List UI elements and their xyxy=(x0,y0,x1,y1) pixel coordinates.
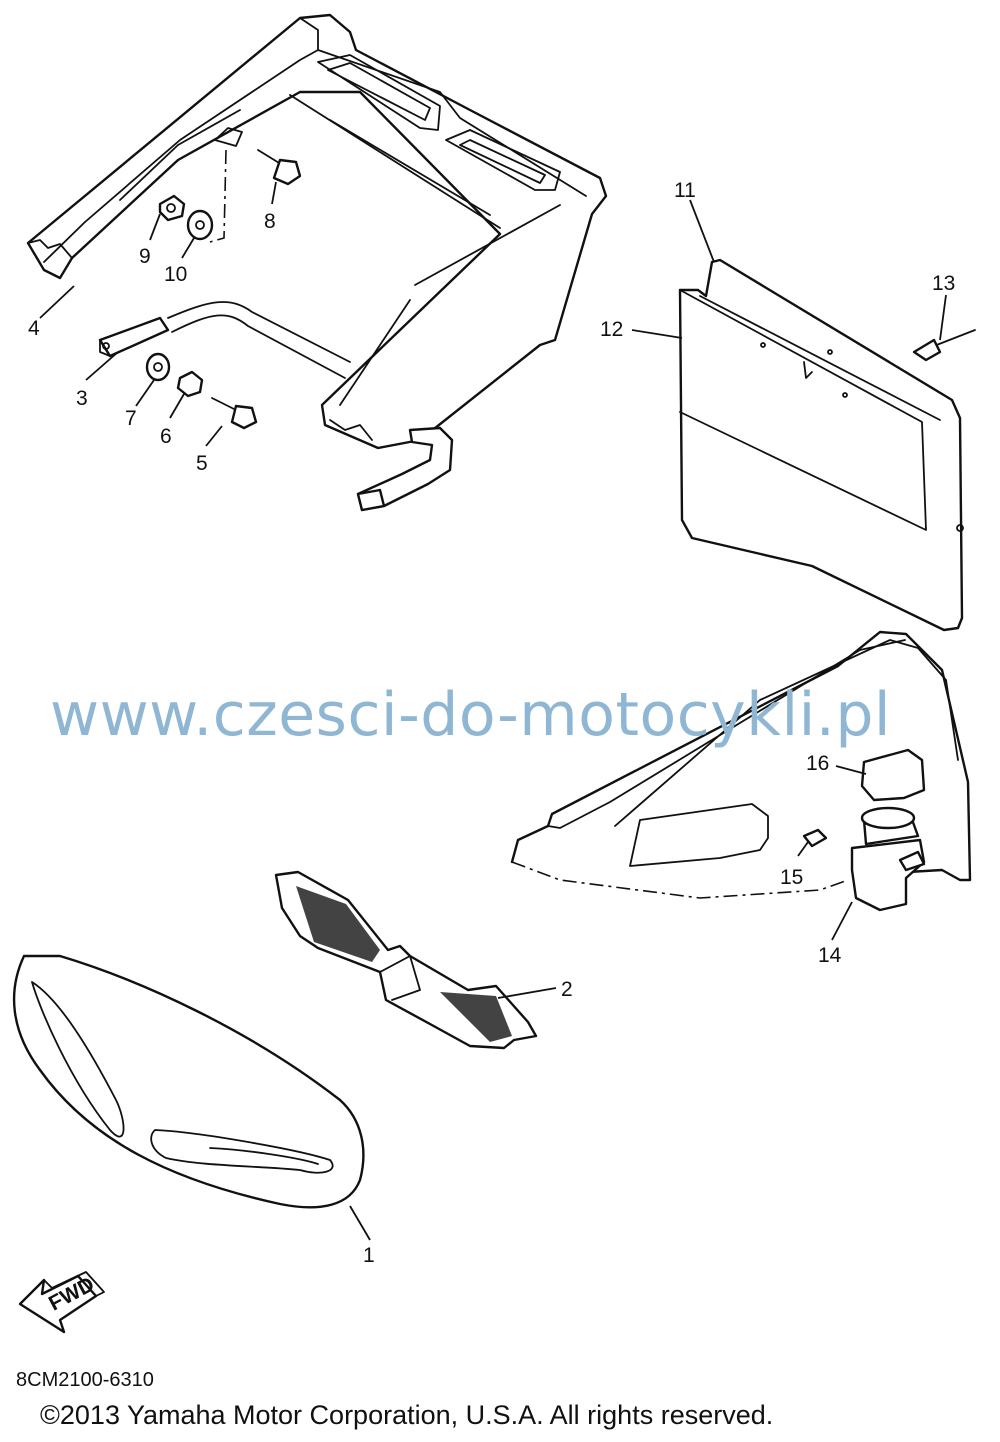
callout-5: 5 xyxy=(196,452,208,475)
grab-bar xyxy=(98,301,454,512)
washer-10 xyxy=(186,209,214,241)
bolt-8 xyxy=(257,149,302,186)
panel-1 xyxy=(12,954,365,1209)
callout-6: 6 xyxy=(160,425,172,448)
callout-3: 3 xyxy=(76,387,88,410)
washer-7 xyxy=(145,352,171,382)
callout-numbers: 1 2 3 4 5 6 7 8 9 10 11 12 13 14 15 16 xyxy=(28,179,955,1267)
callout-15: 15 xyxy=(780,866,803,889)
screw-13 xyxy=(912,329,976,362)
callout-4: 4 xyxy=(28,317,40,340)
watermark-url: www.czesci-do-motocykli.pl xyxy=(50,680,892,750)
copyright-notice: ©2013 Yamaha Motor Corporation, U.S.A. A… xyxy=(40,1400,774,1430)
nut-9 xyxy=(158,194,186,222)
callout-7: 7 xyxy=(125,407,137,430)
callout-9: 9 xyxy=(139,245,151,268)
callout-16: 16 xyxy=(806,752,829,775)
bolt-5 xyxy=(211,397,258,430)
callout-10: 10 xyxy=(164,263,187,286)
callout-12: 12 xyxy=(600,318,623,341)
license-plate-bracket xyxy=(678,258,964,632)
rear-carrier xyxy=(26,13,608,450)
callout-13: 13 xyxy=(932,272,955,295)
callout-2: 2 xyxy=(561,978,573,1001)
nut-6 xyxy=(176,370,204,398)
callout-8: 8 xyxy=(264,210,276,233)
leader-lines xyxy=(39,181,947,1241)
tail-housing xyxy=(510,630,972,912)
callout-14: 14 xyxy=(818,944,842,967)
fwd-arrow-icon: FWD xyxy=(18,1271,105,1334)
callout-1: 1 xyxy=(363,1244,375,1267)
drawing-code: 8CM2100-6310 xyxy=(16,1369,154,1391)
callout-11: 11 xyxy=(674,179,696,202)
reflector-2 xyxy=(274,870,538,1050)
